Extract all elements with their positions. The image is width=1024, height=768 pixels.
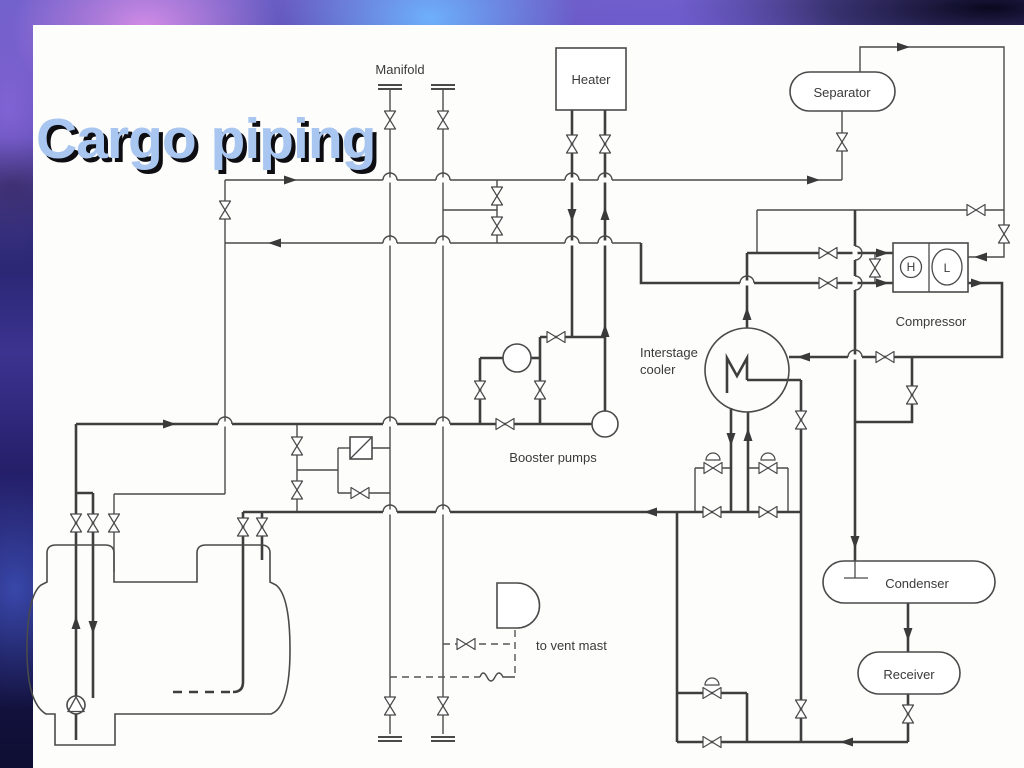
valve-symbols	[69, 110, 1011, 749]
vent-mast-label: to vent mast	[536, 638, 607, 653]
piping-thin	[113, 46, 1005, 734]
line-hops	[217, 172, 863, 515]
condenser-label: Condenser	[885, 576, 949, 591]
interstage-cooler-shell	[704, 327, 790, 413]
cargo-tank	[26, 544, 291, 746]
flange-symbols	[378, 84, 455, 742]
labels: Manifold Heater Separator H L Compressor…	[375, 62, 967, 682]
receiver-vessel	[857, 651, 961, 695]
booster-pump-2	[591, 410, 619, 438]
gauge-low-label: L	[944, 261, 951, 275]
gauge-high-label: H	[907, 260, 916, 274]
vent-mast-head	[496, 582, 541, 629]
piping-vent-dashed	[173, 630, 516, 694]
booster-pumps-label: Booster pumps	[509, 450, 597, 465]
interstage-cooler-label-line1: Interstage	[640, 345, 698, 360]
filter-diagonal	[349, 436, 373, 460]
manifold-label: Manifold	[375, 62, 424, 77]
slide-title: Cargo piping	[36, 107, 376, 171]
separator-label: Separator	[813, 85, 871, 100]
cargo-pump-impeller	[66, 695, 86, 713]
compressor-label: Compressor	[896, 314, 967, 329]
condenser-vessel	[822, 560, 996, 604]
heater-box	[555, 47, 627, 111]
separator-vessel	[789, 71, 896, 112]
equipment	[26, 47, 996, 746]
slide-panel	[33, 25, 1024, 768]
low-pressure-gauge	[931, 248, 963, 286]
interstage-cooler-label-line2: cooler	[640, 362, 676, 377]
equipment-internals	[66, 243, 963, 740]
booster-pump-1	[502, 343, 532, 373]
compressor-gauge-box	[892, 242, 969, 293]
flow-arrows	[71, 42, 987, 747]
high-pressure-gauge	[899, 255, 923, 279]
receiver-label: Receiver	[883, 667, 935, 682]
heater-label: Heater	[571, 72, 611, 87]
condenser-dip-tube	[844, 561, 868, 579]
